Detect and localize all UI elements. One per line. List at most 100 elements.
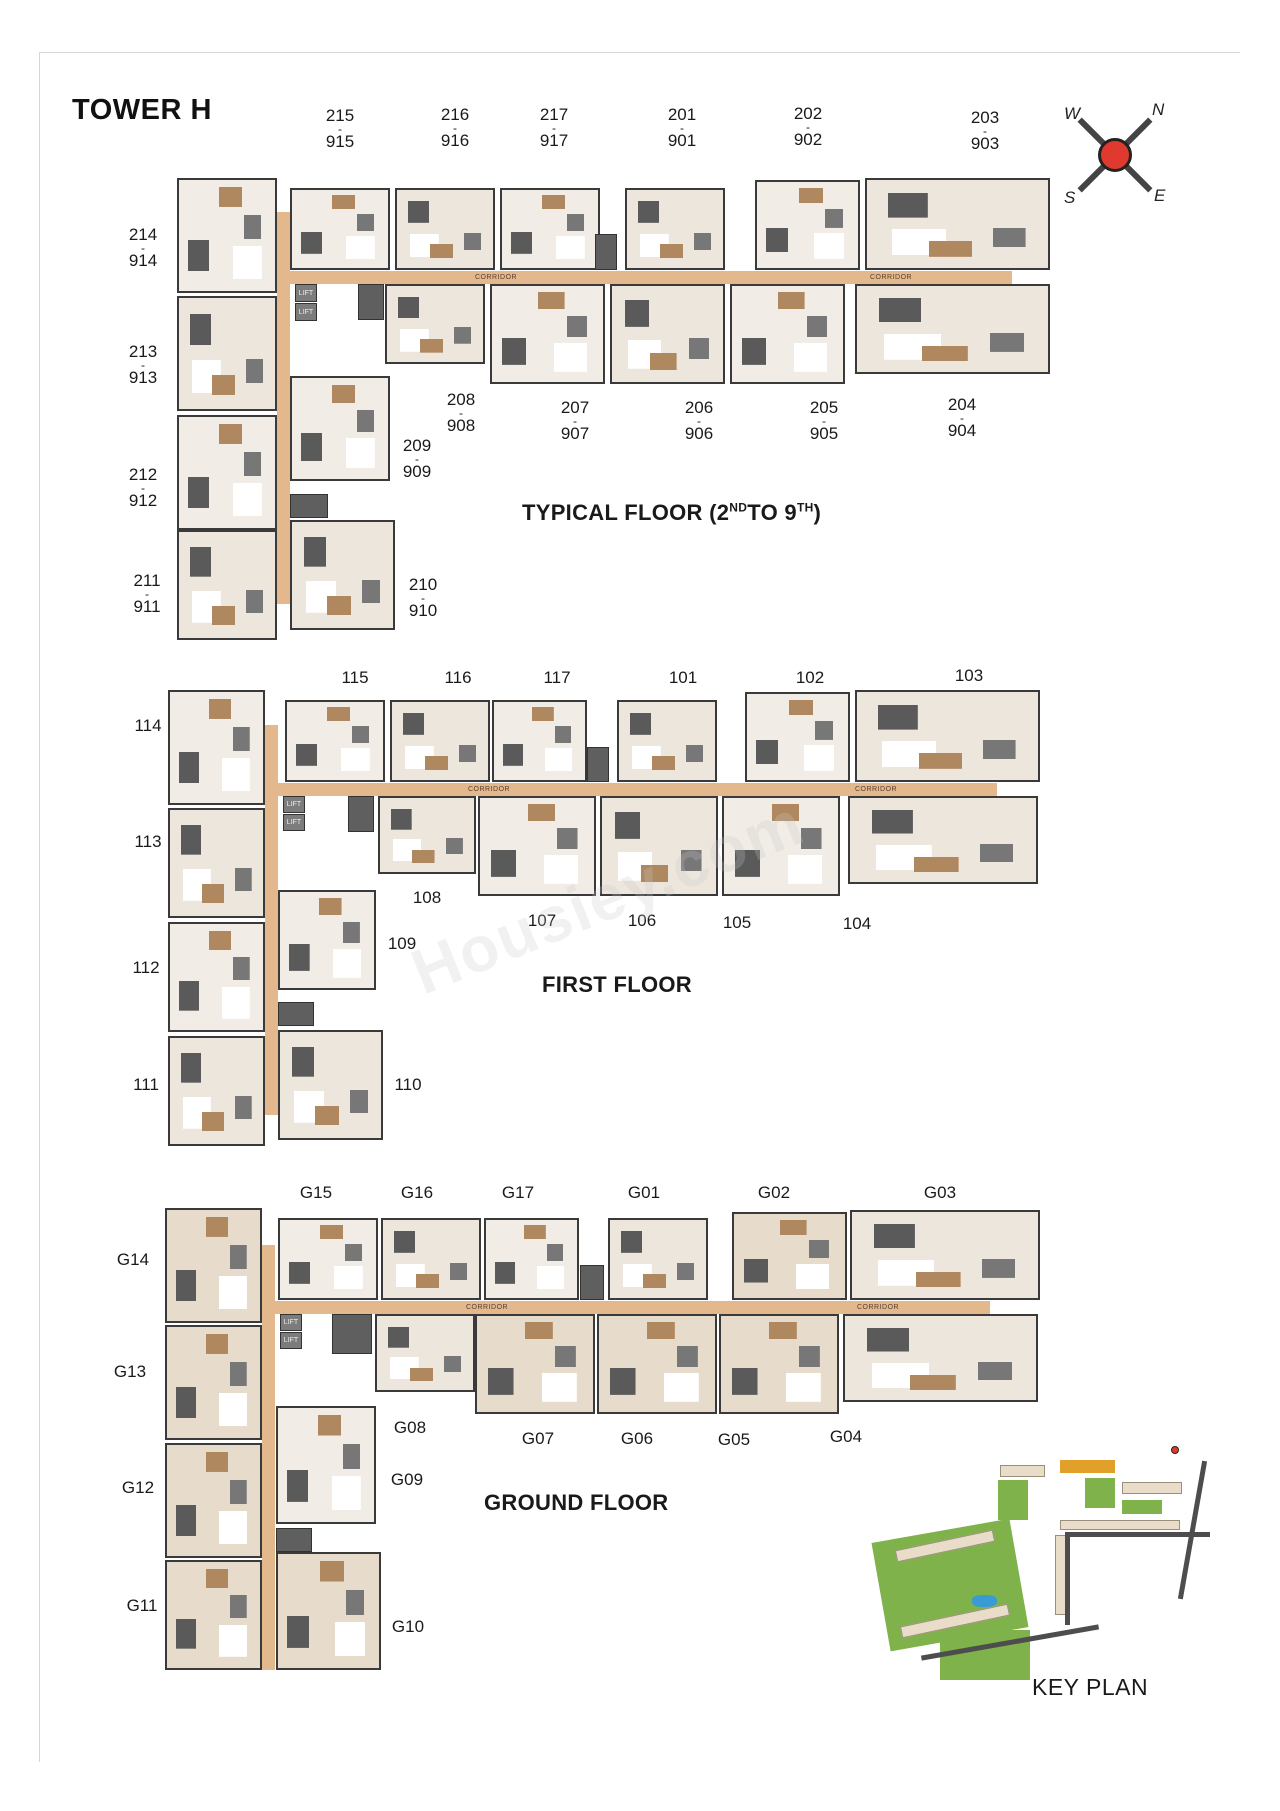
unit-plan (278, 890, 376, 990)
corridor (265, 1301, 990, 1314)
lift: LIFT (280, 1314, 302, 1331)
unit-label: G08 (393, 1418, 427, 1437)
unit-label: 214-914 (128, 225, 158, 270)
unit-label: 215-915 (325, 106, 355, 151)
unit-plan (610, 284, 725, 384)
unit-plan (608, 1218, 708, 1300)
unit-plan (843, 1314, 1038, 1402)
unit-label: 213-913 (128, 342, 158, 387)
unit-plan (177, 296, 277, 411)
unit-plan (290, 520, 395, 630)
unit-label: 102 (795, 668, 825, 687)
unit-label: 205-905 (809, 398, 839, 443)
compass-north: N (1152, 100, 1165, 119)
unit-label: G03 (923, 1183, 957, 1202)
unit-plan (625, 188, 725, 270)
unit-plan (719, 1314, 839, 1414)
key-plan-road (1065, 1532, 1210, 1537)
unit-label: 111 (133, 1075, 159, 1094)
unit-label: G09 (390, 1470, 424, 1489)
unit-label: G06 (620, 1429, 654, 1448)
unit-label: 212-912 (128, 465, 158, 510)
unit-label: 217-917 (539, 105, 569, 150)
stair-core (278, 1002, 314, 1026)
typical-floor-title: TYPICAL FLOOR (2NDTO 9TH) (522, 500, 822, 525)
unit-label: 202-902 (793, 104, 823, 149)
unit-label: 109 (387, 934, 417, 953)
key-plan-title: KEY PLAN (1032, 1674, 1149, 1700)
lift: LIFT (280, 1332, 302, 1349)
unit-plan (278, 1030, 383, 1140)
corridor-vertical (265, 725, 278, 1115)
stair-core (276, 1528, 312, 1552)
unit-label: 211-911 (133, 571, 161, 616)
unit-plan (290, 376, 390, 481)
unit-label: G05 (717, 1430, 751, 1449)
corridor-vertical (277, 212, 290, 604)
lift: LIFT (295, 284, 317, 302)
key-plan-road (1177, 1460, 1208, 1600)
unit-label: 104 (842, 914, 872, 933)
key-plan-tower (1060, 1520, 1180, 1530)
unit-plan (730, 284, 845, 384)
compass-west: W (1064, 104, 1081, 123)
key-plan-green-area (1085, 1478, 1115, 1508)
unit-label: 113 (134, 832, 162, 851)
unit-label: G07 (521, 1429, 555, 1448)
unit-label: 207-907 (560, 398, 590, 443)
ground-floor-title: GROUND FLOOR (484, 1490, 669, 1515)
unit-label: G10 (391, 1617, 425, 1636)
unit-plan (177, 178, 277, 293)
key-plan-compass-icon (1165, 1440, 1185, 1460)
compass-east: E (1154, 186, 1166, 205)
unit-plan (390, 700, 490, 782)
unit-plan (745, 692, 850, 782)
unit-label: 114 (134, 716, 162, 735)
lift: LIFT (295, 303, 317, 321)
key-plan-tower (1000, 1465, 1045, 1477)
stair-core (580, 1265, 604, 1300)
unit-plan (177, 530, 277, 640)
unit-plan (484, 1218, 579, 1300)
corridor (272, 271, 1012, 284)
stair-core (332, 1314, 372, 1354)
stair-core (290, 494, 328, 518)
stair-core (358, 284, 384, 320)
unit-plan (385, 284, 485, 364)
unit-plan (165, 1560, 262, 1670)
corridor-label: CORRIDOR (475, 274, 518, 281)
unit-label: 105 (722, 913, 752, 932)
unit-label: 210-910 (408, 575, 438, 620)
corridor-label: CORRIDOR (466, 1304, 509, 1311)
unit-label: 203-903 (970, 108, 1000, 153)
unit-plan (168, 808, 265, 918)
stair-core (595, 234, 617, 270)
unit-label: G02 (757, 1183, 791, 1202)
unit-plan (855, 690, 1040, 782)
compass-center (1098, 138, 1132, 172)
unit-label: G11 (126, 1596, 158, 1615)
unit-plan (276, 1552, 381, 1670)
unit-label: G01 (627, 1183, 661, 1202)
unit-plan (276, 1406, 376, 1524)
unit-plan (375, 1314, 475, 1392)
unit-plan (755, 180, 860, 270)
unit-plan (617, 700, 717, 782)
corridor-label: CORRIDOR (870, 274, 913, 281)
lift: LIFT (283, 814, 305, 831)
key-plan-map (860, 1440, 1220, 1680)
unit-plan (165, 1443, 262, 1558)
stair-core (587, 747, 609, 782)
unit-label: 115 (341, 668, 369, 687)
unit-label: G15 (299, 1183, 333, 1202)
unit-plan (165, 1208, 262, 1323)
unit-label: 107 (527, 911, 557, 930)
corridor-label: CORRIDOR (468, 786, 511, 793)
unit-plan (500, 188, 600, 270)
key-plan-green-area (998, 1480, 1028, 1520)
page-title: TOWER H (72, 94, 212, 126)
page-frame (39, 52, 1240, 1762)
unit-plan (492, 700, 587, 782)
unit-plan (475, 1314, 595, 1414)
unit-label: 106 (627, 911, 657, 930)
